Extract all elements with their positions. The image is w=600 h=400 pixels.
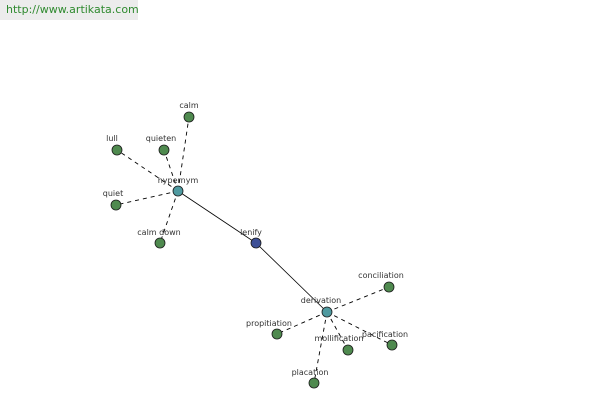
node-calm[interactable] — [183, 111, 195, 123]
edge-derivation-conciliation — [326, 286, 390, 313]
node-derivation[interactable] — [321, 306, 333, 318]
label-calm-down: calm down — [137, 228, 180, 237]
edge-root-hypernym — [177, 190, 257, 244]
label-lenify: lenify — [240, 228, 262, 237]
node-quiet[interactable] — [110, 199, 122, 211]
node-calm-down[interactable] — [154, 237, 166, 249]
label-pacification: pacification — [362, 330, 408, 339]
node-hypernym[interactable] — [172, 185, 184, 197]
node-pacification[interactable] — [386, 339, 398, 351]
node-conciliation[interactable] — [383, 281, 395, 293]
node-mollification[interactable] — [342, 344, 354, 356]
node-lull[interactable] — [111, 144, 123, 156]
label-propitiation: propitiation — [246, 319, 292, 328]
label-mollification: mollification — [314, 334, 363, 343]
node-placation[interactable] — [308, 377, 320, 389]
label-calm: calm — [179, 101, 199, 110]
node-quieten[interactable] — [158, 144, 170, 156]
label-placation: placation — [292, 368, 329, 377]
edge-hypernym-calm-down — [159, 190, 179, 244]
url-banner[interactable]: http://www.artikata.com — [0, 0, 139, 20]
edge-derivation-propitiation — [276, 311, 328, 335]
node-propitiation[interactable] — [271, 328, 283, 340]
label-conciliation: conciliation — [358, 271, 404, 280]
label-quiet: quiet — [103, 189, 123, 198]
label-quieten: quieten — [146, 134, 176, 143]
label-derivation: derivation — [301, 296, 341, 305]
label-lull: lull — [106, 134, 118, 143]
edge-root-derivation — [255, 242, 328, 313]
edge-hypernym-quiet — [115, 190, 179, 206]
node-lenify[interactable] — [250, 237, 262, 249]
label-hypernym: hypernym — [158, 176, 199, 185]
